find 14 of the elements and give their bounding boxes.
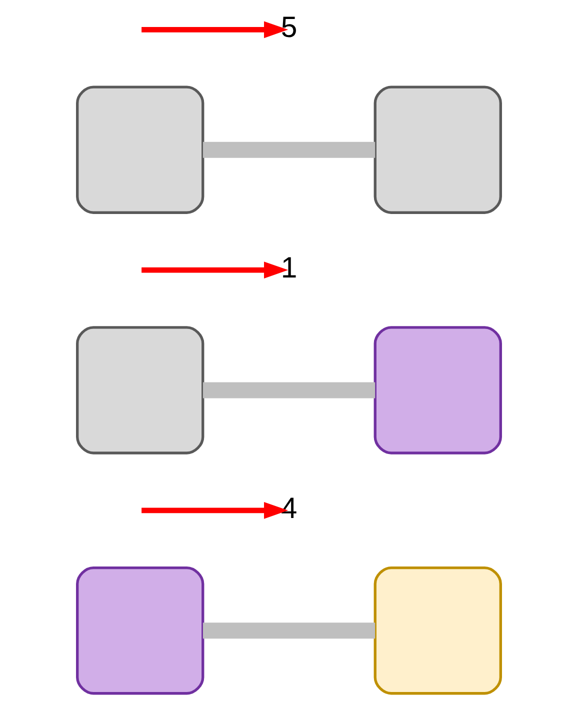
node-box (373, 566, 502, 695)
connector (202, 142, 375, 158)
node-text: 1 (280, 252, 297, 285)
node-box (76, 86, 204, 214)
arrow (141, 21, 288, 38)
arrow (141, 262, 288, 278)
arrow (141, 502, 288, 519)
connector (202, 622, 375, 639)
node-box (373, 86, 502, 214)
node-box (373, 326, 502, 454)
node-box (76, 566, 204, 695)
connector (202, 382, 375, 398)
node-text: 5 (280, 11, 297, 44)
node-box (76, 326, 204, 454)
